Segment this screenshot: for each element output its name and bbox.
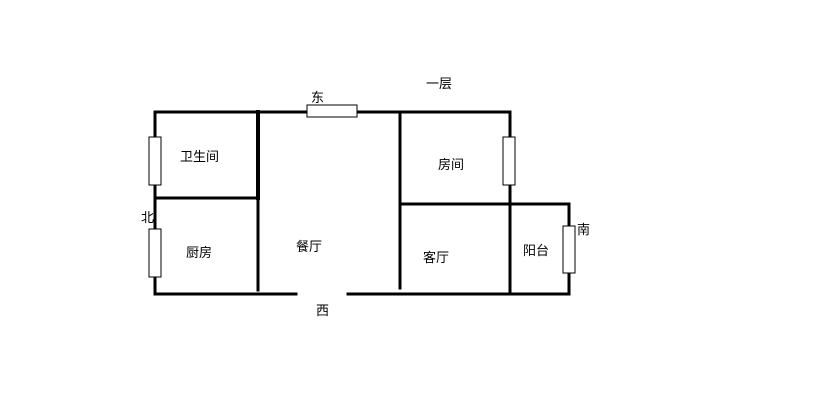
window-east (306, 104, 358, 118)
room-bathroom-label: 卫生间 (180, 150, 220, 165)
room-living-label: 客厅 (423, 251, 450, 266)
direction-north-label: 北 (141, 211, 155, 226)
room-bedroom-label: 房间 (438, 158, 465, 173)
floor-label: 一层 (426, 77, 453, 92)
direction-south-label: 南 (577, 223, 591, 238)
room-dining-label: 餐厅 (296, 240, 323, 255)
window-kitchen (148, 228, 162, 278)
room-balcony-label: 阳台 (523, 244, 550, 259)
window-balcony (562, 225, 576, 274)
direction-west-label: 西 (316, 304, 330, 319)
direction-east-label: 东 (311, 91, 325, 106)
room-kitchen-label: 厨房 (186, 246, 213, 261)
window-bedroom (502, 136, 516, 186)
window-bathroom (148, 136, 162, 186)
